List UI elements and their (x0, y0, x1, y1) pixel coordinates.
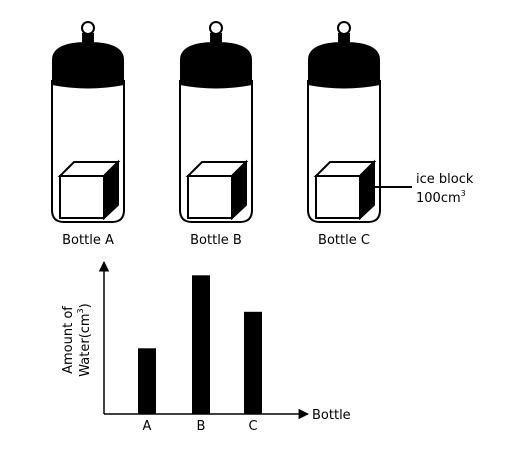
bottle-a: Bottle A (51, 21, 125, 248)
bottle-c-label: Bottle C (318, 233, 370, 248)
bottle-b-cap (180, 42, 252, 89)
bottle-c-body (307, 80, 381, 223)
bottle-c: Bottle C (307, 21, 381, 248)
bottle-a-hook (81, 21, 95, 35)
y-axis-label-line2-text: Water(cm (78, 313, 93, 376)
bar-c (244, 311, 262, 414)
bottle-b-hook (209, 21, 223, 35)
bottle-a-ice-block (57, 159, 121, 221)
ice-block-volume-sup: 3 (461, 189, 466, 198)
bar-b (192, 275, 210, 414)
x-tick-label-c: C (248, 419, 257, 434)
bottle-c-hook (337, 21, 351, 35)
x-tick-label-a: A (143, 419, 152, 434)
y-axis-label-line2: Water(cm3) (76, 303, 93, 376)
bottle-b-body (179, 80, 253, 223)
bottle-b-neck (210, 33, 222, 43)
x-tick-label-b: B (197, 419, 206, 434)
x-tick-labels: A B C (143, 419, 258, 434)
y-axis-label-line1: Amount of (61, 306, 76, 374)
bottle-a-body (51, 80, 125, 223)
y-axis-label-sup: 3 (76, 308, 85, 313)
bottle-b: Bottle B (179, 21, 253, 248)
ice-block-label: ice block (416, 172, 474, 187)
bar-a (138, 348, 156, 414)
bottle-c-neck (338, 33, 350, 43)
bottle-a-cap (52, 42, 124, 89)
x-axis-label: Bottle (312, 408, 351, 423)
bottle-a-neck (82, 33, 94, 43)
bar-chart: Bottle Amount of Water(cm3) A B C (61, 260, 351, 434)
ice-block-volume: 100cm3 (416, 189, 466, 206)
bottle-a-label: Bottle A (62, 233, 114, 248)
y-axis-label-group: Amount of Water(cm3) (61, 303, 93, 376)
ice-block-volume-value: 100cm (416, 191, 461, 206)
bottle-c-cap (308, 42, 380, 89)
bars (138, 275, 262, 414)
y-axis-label-close: ) (78, 303, 93, 308)
bottle-b-label: Bottle B (190, 233, 242, 248)
bottle-b-ice-block (185, 159, 249, 221)
bottle-c-ice-block (313, 159, 377, 221)
